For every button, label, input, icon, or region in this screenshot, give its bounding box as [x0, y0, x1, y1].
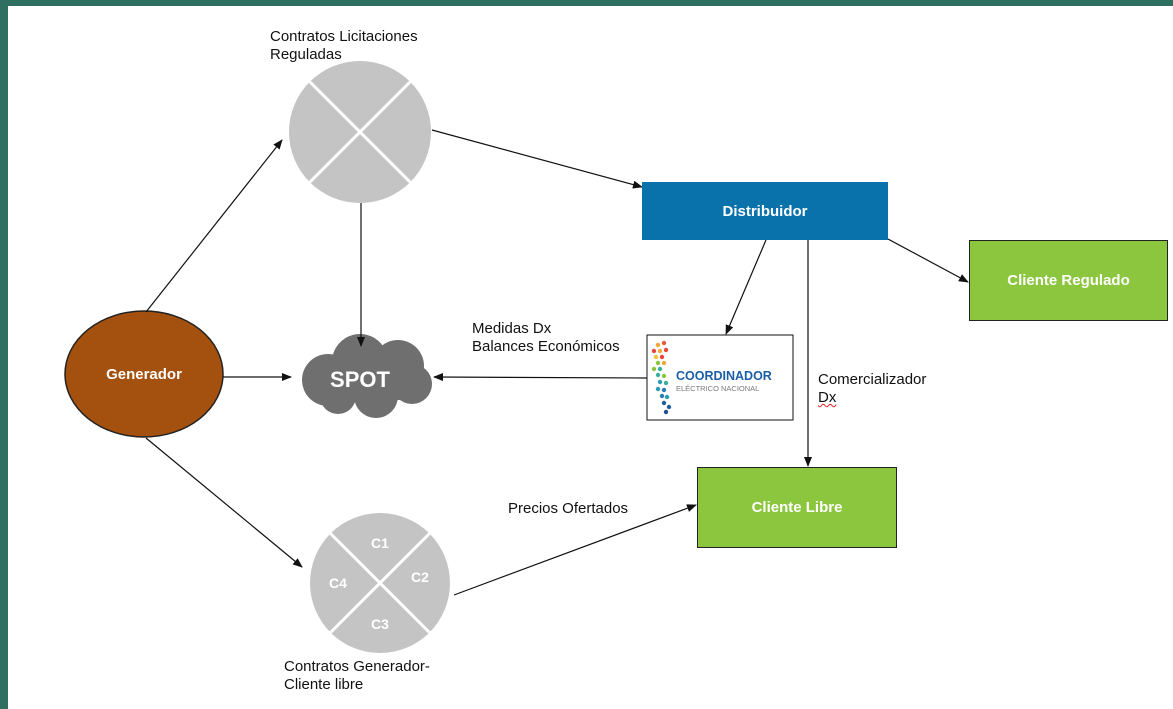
- cliente-regulado-box: Cliente Regulado: [969, 240, 1168, 321]
- coordinador-logo: COORDINADOR ELÉCTRICO NACIONAL: [646, 334, 794, 421]
- arrow-distribuidor-to-coordinador: [725, 239, 767, 335]
- arrow-coordinador-to-spot: [433, 373, 648, 382]
- arrow-contratos-libre-to-cliente-libre: [453, 504, 697, 596]
- distribuidor-box: Distribuidor: [642, 182, 888, 240]
- window-frame: [0, 0, 8, 709]
- coordinador-subtitle: ELÉCTRICO NACIONAL: [676, 384, 759, 393]
- spot-label: SPOT: [330, 367, 390, 392]
- slide-canvas: C1 C2 C3 C4 Generador SPOT: [8, 6, 1173, 709]
- generador-node: Generador: [64, 310, 224, 438]
- contratos-licitaciones-circle: [289, 61, 431, 203]
- c4-label: C4: [329, 575, 347, 591]
- arrow-licitaciones-to-distribuidor: [431, 129, 643, 189]
- c3-label: C3: [371, 616, 389, 632]
- medidas-balances-label: Medidas Dx Balances Económicos: [472, 320, 620, 355]
- coordinador-title: COORDINADOR: [676, 369, 772, 383]
- precios-ofertados-label: Precios Ofertados: [508, 500, 629, 517]
- contratos-generador-circle: C1 C2 C3 C4: [310, 513, 450, 653]
- arrow-generador-to-licitaciones: [145, 139, 283, 313]
- contratos-generador-label: Contratos Generador- Cliente libre: [284, 658, 430, 693]
- comercializador-label: Comercializador Dx: [818, 371, 927, 406]
- connectors: [145, 129, 969, 596]
- arrow-distribuidor-to-cliente-regulado: [887, 238, 969, 283]
- contratos-licitaciones-label: Contratos Licitaciones Reguladas: [270, 28, 418, 63]
- cliente-libre-box: Cliente Libre: [697, 467, 897, 548]
- c1-label: C1: [371, 535, 389, 551]
- spot-cloud: SPOT: [302, 334, 432, 418]
- coordinador-dots-icon: [651, 340, 672, 415]
- arrow-generador-to-contratos-libre: [145, 437, 303, 568]
- diagram-canvas: C1 C2 C3 C4 Generador SPOT: [64, 61, 969, 653]
- generador-label: Generador: [106, 366, 182, 383]
- c2-label: C2: [411, 569, 429, 585]
